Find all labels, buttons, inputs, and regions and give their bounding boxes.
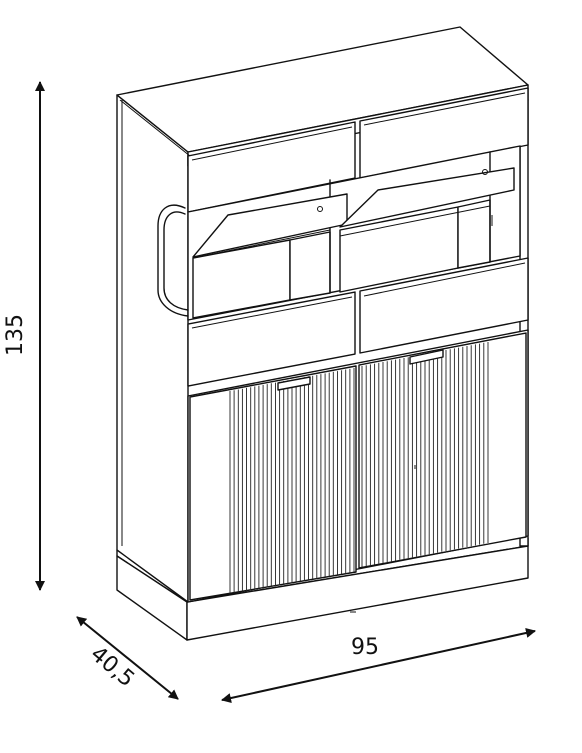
glass-shelf-left [192, 193, 348, 258]
glass-shelf-right [339, 167, 515, 228]
width-arrow [221, 628, 536, 703]
cabinet [116, 26, 529, 641]
upper-left-drawer [187, 121, 356, 213]
cabinet-side-panel [116, 94, 189, 603]
depth-arrow [76, 616, 179, 700]
height-label: 135 [3, 314, 28, 356]
upper-drawers [187, 87, 529, 213]
right-door-handle [409, 349, 444, 365]
left-door-handle [277, 376, 311, 391]
height-dimension: 135 [3, 81, 45, 591]
depth-dimension: 40,5 [76, 616, 179, 700]
left-door-slats [229, 368, 355, 594]
width-label: 95 [351, 635, 379, 660]
open-shelf-compartment [187, 145, 521, 321]
middle-left-drawer [187, 291, 356, 387]
lower-doors [187, 329, 529, 603]
upper-right-drawer [359, 87, 529, 179]
side-handle [157, 204, 189, 317]
width-dimension: 95 [221, 628, 536, 703]
right-door-slats [361, 342, 489, 567]
middle-right-drawer [359, 257, 529, 354]
depth-label: 40,5 [85, 642, 139, 693]
left-door [189, 365, 357, 601]
right-door [358, 332, 527, 569]
middle-drawers [187, 257, 529, 387]
